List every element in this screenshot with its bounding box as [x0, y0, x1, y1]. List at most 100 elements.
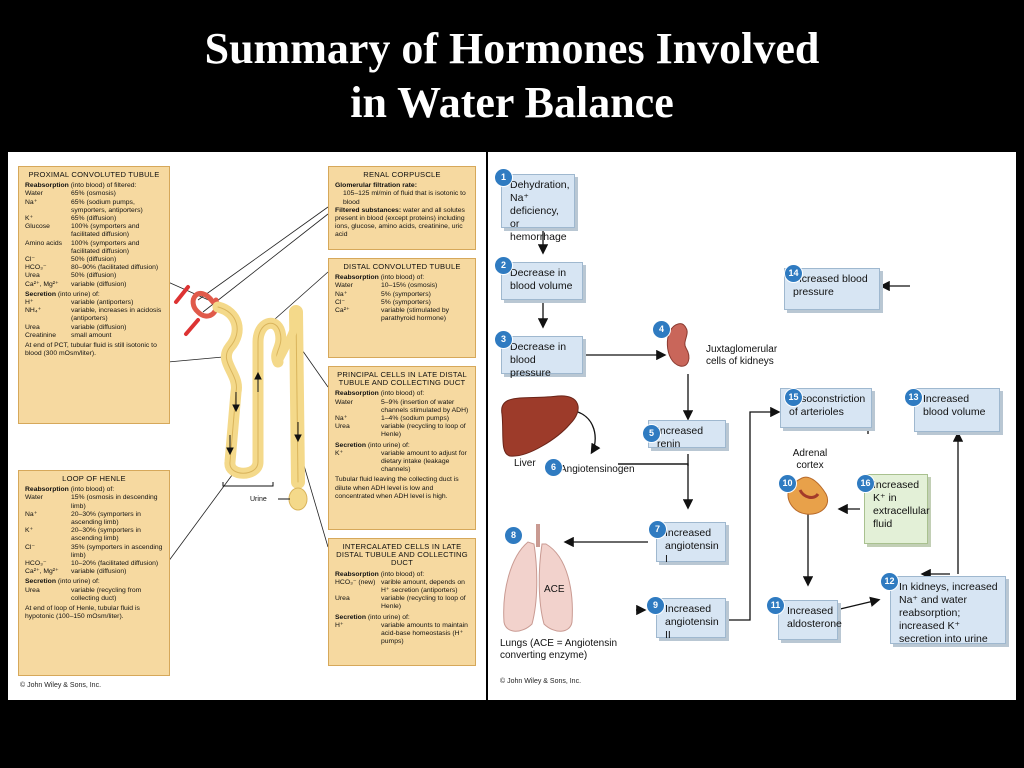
title-line-2: in Water Balance [350, 78, 674, 127]
gfr-head: Glomerular filtration rate: [335, 182, 417, 190]
row-key: Cl⁻ [335, 298, 346, 306]
row-key: HCO₃⁻ [25, 264, 47, 272]
row-value: small amount [71, 331, 112, 339]
row-key: Amino acids [25, 239, 63, 247]
row-value: 65% (sodium pumps, symporters, antiporte… [71, 198, 143, 214]
table-row: K⁺ 65% (diffusion) [25, 215, 163, 223]
row-key: Water [335, 282, 353, 290]
water-balance-flow-panel: Dehydration, Na⁺ deficiency, or hemorrha… [488, 152, 1016, 700]
principal-note: Tubular fluid leaving the collecting duc… [335, 476, 459, 500]
row-value: variable (recycling from collecting duct… [71, 586, 142, 602]
table-row: Water 10–15% (osmosis) [335, 282, 469, 290]
row-key: Water [25, 494, 43, 502]
intercalated-sec-rows: H⁺ variable amounts to maintain acid-base… [335, 622, 469, 647]
row-key: K⁺ [25, 215, 34, 223]
table-row: Na⁺ 5% (symporters) [335, 291, 469, 299]
flow-arrows [501, 228, 964, 632]
nephron-illustration [167, 206, 329, 563]
step-decrease-blood-pressure: Decrease in blood pressure [501, 336, 583, 379]
title-line-1: Summary of Hormones Involved [204, 24, 820, 73]
intercalated-reab-line: Reabsorption (into blood) of: [335, 570, 425, 578]
row-key: Glucose [25, 223, 50, 231]
table-row: K⁺variable amount to adjust for dietary … [335, 450, 469, 475]
badge-1: 1 [494, 168, 513, 187]
table-row: HCO₃⁻10–20% (facilitated diffusion) [25, 560, 163, 568]
row-key: Na⁺ [335, 415, 348, 423]
loop-reab-line: Reabsorption (into blood) of: [25, 486, 115, 494]
renal-heading: RENAL CORPUSCLE [363, 170, 441, 179]
badge-5: 5 [642, 424, 661, 443]
table-row: H⁺ variable amounts to maintain acid-base… [335, 622, 469, 647]
pct-reab-line: Reabsorption (into blood) of filtered: [25, 182, 137, 190]
left-copyright: © John Wiley & Sons, Inc. [20, 682, 102, 689]
step-increased-aldosterone: Increased aldosterone [778, 600, 842, 640]
row-key: K⁺ [25, 527, 34, 535]
row-value: 80–90% (facilitated diffusion) [71, 264, 159, 272]
badge-10: 10 [778, 474, 797, 493]
principal-reab-line: Reabsorption (into blood) of: [335, 390, 425, 398]
loop-note: At end of loop of Henle, tubular fluid i… [25, 605, 140, 621]
label-liver: Liver [514, 458, 536, 469]
row-key: Urea [25, 323, 40, 331]
table-row: Na⁺1–4% (sodium pumps) [335, 415, 469, 423]
intercalated-reab-rows: HCO₃⁻ (new)varible amount, depends on H⁺… [335, 579, 469, 612]
row-value: 10–15% (osmosis) [381, 282, 438, 290]
badge-3: 3 [494, 330, 513, 349]
row-key: HCO₃⁻ [25, 560, 47, 568]
pct-sec-line: Secretion (into urine) of: [25, 290, 100, 298]
step-vasoconstriction: Vasoconstriction of arterioles [780, 388, 872, 428]
dct-reab-line: Reabsorption (into blood) of: [335, 274, 425, 282]
badge-4: 4 [652, 320, 671, 339]
row-value: variable amounts to maintain acid-base h… [381, 621, 468, 646]
row-key: Urea [25, 272, 40, 280]
row-value: variable (diffusion) [71, 568, 127, 576]
row-key: Na⁺ [25, 198, 38, 206]
row-key: Cl⁻ [25, 543, 36, 551]
table-row: Cl⁻50% (diffusion) [25, 256, 163, 264]
row-key: H⁺ [335, 621, 344, 629]
row-key: Urea [335, 423, 350, 431]
principal-sec-rows: K⁺variable amount to adjust for dietary … [335, 450, 469, 475]
row-key: Na⁺ [335, 290, 348, 298]
row-key: NH₄⁺ [25, 307, 42, 315]
table-row: Ca²⁺, Mg²⁺ variable (diffusion) [25, 568, 163, 576]
badge-8: 8 [504, 526, 523, 545]
row-value: 65% (diffusion) [71, 215, 117, 223]
badge-13: 13 [904, 388, 923, 407]
step-increased-angiotensin-i: Increased angiotensin I [656, 522, 726, 565]
label-juxtaglomerular: Juxtaglomerular cells of kidneys [706, 344, 778, 367]
pct-note: At end of PCT, tubular fluid is still is… [25, 342, 157, 358]
row-value: variable (stimulated by parathyroid horm… [381, 307, 449, 323]
badge-9: 9 [646, 596, 665, 615]
row-value: variable (recycling to loop of Henle) [381, 595, 466, 611]
row-value: 5% (symporters) [381, 290, 431, 298]
principal-cells-box: PRINCIPAL CELLS IN LATE DISTAL TUBULE AN… [328, 366, 476, 530]
row-value: 5% (symporters) [381, 298, 431, 306]
intercalated-heading: INTERCALATED CELLS IN LATE DISTAL TUBULE… [336, 542, 468, 568]
step-kidney-reabsorption: In kidneys, increased Na⁺ and water reab… [890, 576, 1006, 645]
row-key: Creatinine [25, 331, 56, 339]
dct-heading: DISTAL CONVOLUTED TUBULE [343, 262, 461, 271]
step-decrease-blood-volume: Decrease in blood volume [501, 262, 583, 300]
slide-title: Summary of Hormones Involved in Water Ba… [0, 22, 1024, 130]
badge-16: 16 [856, 474, 875, 493]
row-value: 65% (osmosis) [71, 190, 116, 198]
table-row: K⁺20–30% (symporters in ascending limb) [25, 527, 163, 543]
dct-box: DISTAL CONVOLUTED TUBULE Reabsorption (i… [328, 258, 476, 358]
dct-reab-rows: Water 10–15% (osmosis) Na⁺ 5% (symporters) C… [335, 282, 469, 323]
row-value: 5–9% (insertion of water channels stimul… [381, 398, 469, 414]
row-key: H⁺ [25, 299, 34, 307]
renal-corpuscle-box: RENAL CORPUSCLE Glomerular filtration ra… [328, 166, 476, 250]
right-copyright: © John Wiley & Sons, Inc. [500, 678, 582, 685]
row-key: Ca²⁺, Mg²⁺ [25, 568, 59, 576]
pct-box: PROXIMAL CONVOLUTED TUBULE Reabsorption … [18, 166, 170, 424]
row-value: 100% (symporters and facilitated diffusi… [71, 239, 140, 255]
table-row: Creatinine small amount [25, 332, 163, 340]
